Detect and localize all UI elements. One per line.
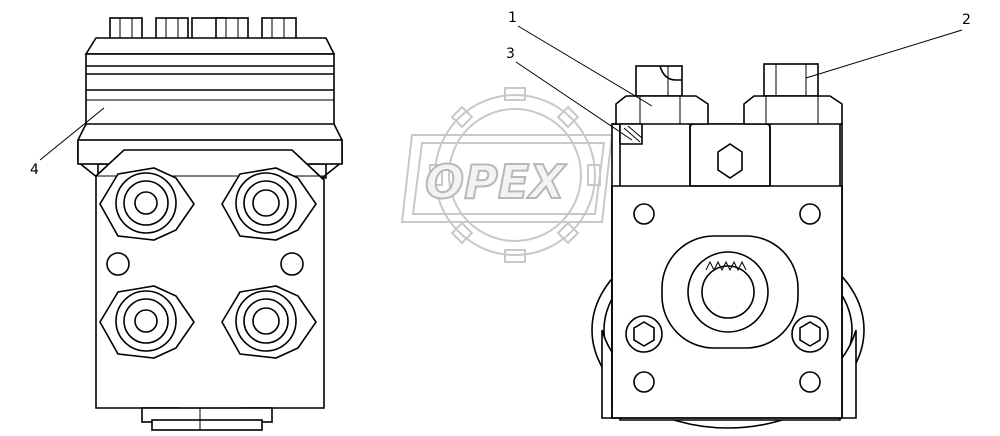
watermark-text: OPEX (425, 155, 567, 209)
fitting-2 (743, 63, 843, 125)
callout-1-label: 1 (508, 10, 517, 26)
watermark-logo: OPEX (400, 87, 614, 263)
callout-2: 2 (805, 12, 971, 79)
callout-4: 4 (30, 107, 105, 178)
callout-3: 3 (506, 46, 633, 141)
fitting-1 (615, 65, 709, 125)
gasket-3 (619, 123, 643, 145)
port-top-left (99, 167, 195, 241)
callout-1: 1 (508, 10, 653, 107)
port-bottom-left (99, 285, 195, 359)
callout-3-leader (515, 61, 633, 141)
callout-2-label: 2 (962, 12, 971, 28)
callout-2-leader (805, 29, 963, 79)
port-bottom-right (221, 285, 317, 359)
callout-4-leader (39, 107, 105, 161)
callout-1-leader (517, 25, 653, 107)
port-top-right (221, 167, 317, 241)
top-bolts (109, 17, 297, 41)
right-view-body (591, 63, 865, 429)
callout-4-label: 4 (30, 162, 39, 178)
callout-3-label: 3 (506, 46, 515, 62)
left-view-body (77, 17, 343, 431)
